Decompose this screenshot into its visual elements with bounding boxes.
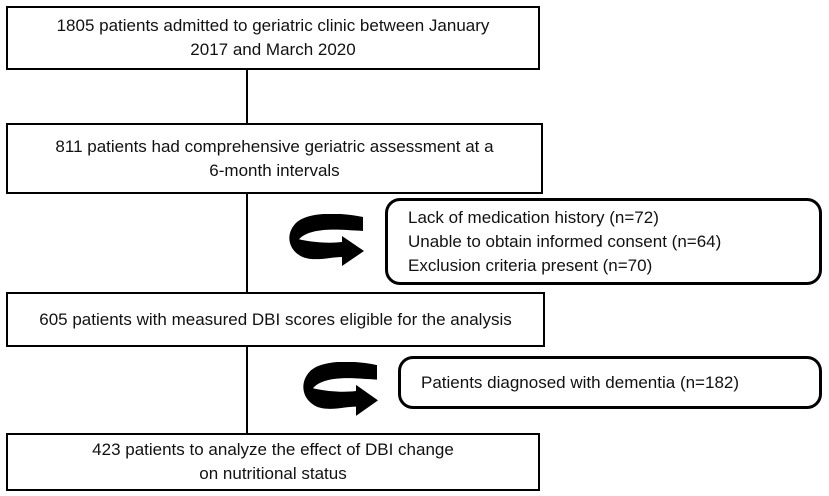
connector-line-1 xyxy=(246,70,248,123)
flow-box-text-line: 423 patients to analyze the effect of DB… xyxy=(92,440,454,459)
exclusion-text-line: Lack of medication history (n=72) xyxy=(408,207,659,227)
flow-box-text-line: 811 patients had comprehensive geriatric… xyxy=(55,136,494,156)
flow-box-text-line: on nutritional status xyxy=(199,464,347,483)
exclusion-box-medication: Lack of medication history (n=72) Unable… xyxy=(385,198,822,285)
flow-box-text-line: 6-month intervals xyxy=(209,160,340,180)
exclusion-text-line: Patients diagnosed with dementia (n=182) xyxy=(421,372,740,392)
flow-box-eligible: 605 patients with measured DBI scores el… xyxy=(6,292,545,347)
exclusion-box-dementia: Patients diagnosed with dementia (n=182) xyxy=(398,356,822,409)
curved-exclusion-arrow-icon xyxy=(301,362,379,418)
connector-line-2 xyxy=(246,194,248,292)
flow-box-text-line: 605 patients with measured DBI scores el… xyxy=(39,309,512,329)
exclusion-text-line: Unable to obtain informed consent (n=64) xyxy=(408,231,722,251)
flow-box-text-line: 2017 and March 2020 xyxy=(190,40,356,59)
flow-box-assessment: 811 patients had comprehensive geriatric… xyxy=(6,123,543,194)
connector-line-3 xyxy=(246,347,248,433)
flow-box-admitted: 1805 patients admitted to geriatric clin… xyxy=(6,6,540,70)
exclusion-text-line: Exclusion criteria present (n=70) xyxy=(408,255,653,275)
curved-exclusion-arrow-icon xyxy=(287,214,365,268)
flow-box-analyzed: 423 patients to analyze the effect of DB… xyxy=(6,433,540,491)
flow-box-text-line: 1805 patients admitted to geriatric clin… xyxy=(56,16,490,35)
